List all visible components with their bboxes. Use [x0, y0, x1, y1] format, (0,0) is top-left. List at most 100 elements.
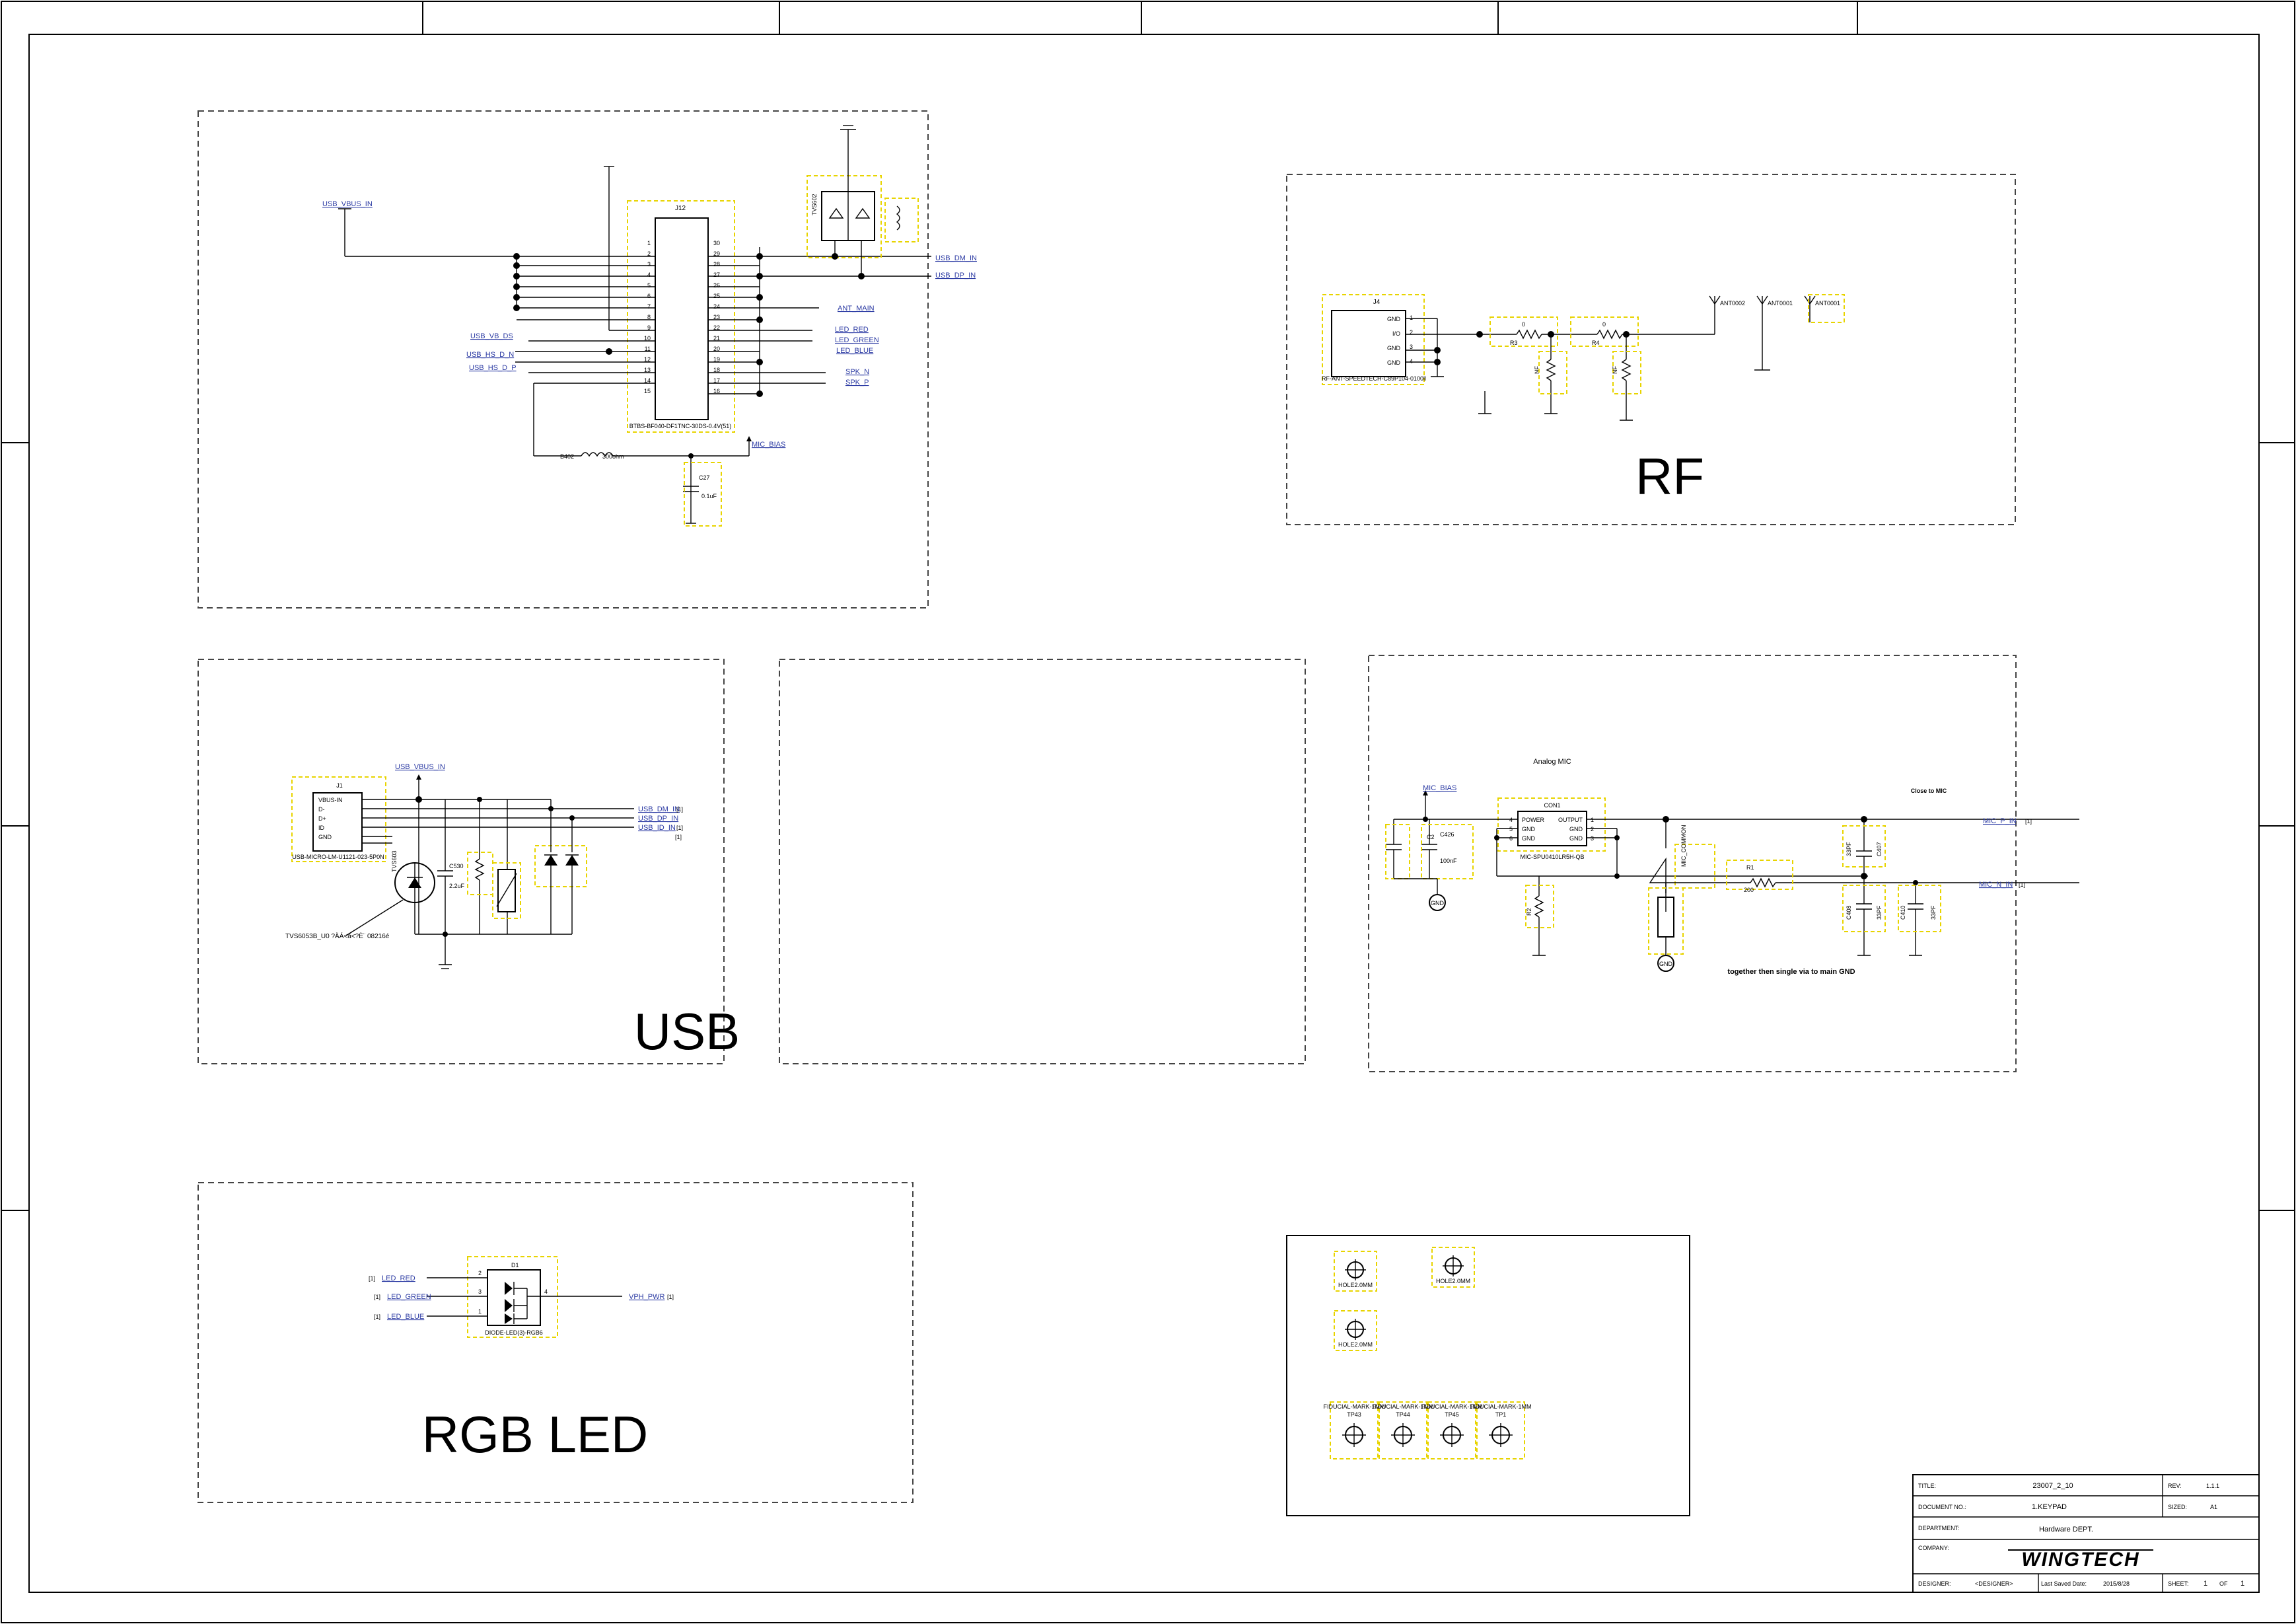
- fiducial-name: FIDUCIAL-MARK-1MM: [1372, 1403, 1433, 1410]
- usb-pin-label: GND: [318, 834, 332, 840]
- rf-pin-label: GND: [1387, 359, 1401, 366]
- usb-cap-ref: C530: [449, 863, 464, 869]
- cap-value: 0.1uF: [701, 493, 717, 499]
- rf-conn-part: RF-ANT-SPEEDTECH-C89P104-0100ll: [1322, 375, 1426, 382]
- net-left-2: USB_HS_D_N: [466, 351, 514, 359]
- connector-pin-number: 11: [645, 346, 651, 352]
- tb-of-value: 1: [2241, 1580, 2244, 1588]
- connector-pin-number: 22: [713, 324, 720, 331]
- company-logo: WINGTECH: [2008, 1549, 2153, 1570]
- connector-pin-number: 29: [713, 250, 720, 257]
- net-bottom: MIC_BIAS: [752, 441, 785, 449]
- hole-outline: [1431, 1247, 1475, 1288]
- connector-pin-number: 9: [647, 324, 651, 331]
- fiducial-ref: TP43: [1347, 1411, 1361, 1418]
- mic-c410: C410: [1900, 905, 1906, 920]
- title-block: TITLE: 23007_2_10 REV: 1.1.1 DOCUMENT NO…: [1912, 1474, 2260, 1593]
- mic-ic-ref: CON1: [1544, 802, 1560, 809]
- tb-title-label: TITLE:: [1918, 1483, 1936, 1489]
- connector-block: [197, 110, 929, 609]
- connector-pin-number: 26: [713, 282, 720, 289]
- net-right-6: SPK_P: [845, 379, 869, 387]
- hole-label: HOLE2.0MM: [1338, 1282, 1373, 1288]
- mic-ic-left-num: 5: [1509, 826, 1513, 832]
- rf-ant1: ANT0002: [1720, 300, 1745, 307]
- connector-part: BTBS-BF040-DF1TNC-30DS-0.4V(51): [629, 423, 732, 429]
- led-ref-2: [1]: [374, 1294, 380, 1300]
- net-vbus-in: USB_VBUS_IN: [322, 200, 373, 208]
- net-right-1: ANT_MAIN: [838, 305, 875, 313]
- led-pin-b: 3: [478, 1288, 482, 1295]
- net-right-2: LED_RED: [835, 326, 869, 334]
- tb-doc-label: DOCUMENT NO.:: [1918, 1504, 1966, 1510]
- connector-pin-number: 18: [713, 367, 720, 373]
- usb-pin-label: D+: [318, 815, 326, 822]
- company-logo-text: WINGTECH: [2021, 1549, 2139, 1570]
- connector-pin-number: 27: [713, 272, 720, 278]
- led-pin-c: 1: [478, 1308, 482, 1315]
- net-led-green: LED_GREEN: [387, 1293, 431, 1301]
- mic-ic-right-num: 1: [1591, 817, 1594, 823]
- rf-pin-number: 3: [1410, 344, 1413, 350]
- net-right-5: SPK_N: [845, 368, 869, 376]
- tb-designer-label: DESIGNER:: [1918, 1580, 1951, 1587]
- rf-block: [1286, 174, 2016, 525]
- rgb-section-title: RGB LED: [422, 1405, 648, 1463]
- usb-pin-label: VBUS-IN: [318, 797, 343, 803]
- net-right-4: LED_BLUE: [836, 347, 873, 355]
- usb-block: [197, 659, 725, 1064]
- tb-rev-label: REV:: [2168, 1483, 2182, 1489]
- tb-designer-value: <DESIGNER>: [1975, 1580, 2013, 1587]
- mic-schematic: Analog MIC Close to MIC together then si…: [1385, 758, 2079, 976]
- tb-saved-label: Last Saved Date:: [2041, 1580, 2087, 1587]
- rf-ant2: ANT0001: [1768, 300, 1793, 307]
- rf-section-title: RF: [1635, 447, 1704, 505]
- tb-company-label: COMPANY:: [1918, 1545, 1949, 1551]
- svg-text:TVS603: TVS603: [391, 850, 398, 872]
- connector-pin-number: 30: [713, 240, 720, 246]
- rf-ant3: ANT0001: [1815, 300, 1840, 307]
- connector-pin-number: 6: [647, 293, 651, 299]
- led-pin-a: 2: [478, 1270, 482, 1276]
- mic-r2: R2: [1526, 908, 1532, 916]
- net-led-red: LED_RED: [382, 1274, 415, 1282]
- mic-r1: R1: [1746, 864, 1754, 871]
- mic-close-note: Close to MIC: [1911, 788, 1947, 794]
- rf-conn-ref: J4: [1373, 299, 1381, 306]
- fiducial-outline: [1379, 1401, 1427, 1459]
- mic-cb: C2: [1427, 834, 1435, 840]
- svg-text:GND: GND: [1431, 900, 1445, 906]
- mic-ic-part: MIC-SPU0410LR5H-QB: [1520, 854, 1584, 860]
- hole-outline: [1334, 1251, 1377, 1292]
- connector-pin-number: 24: [713, 303, 720, 310]
- tb-dept-label: DEPARTMENT:: [1918, 1525, 1960, 1532]
- connector-pin-number: 16: [713, 388, 720, 394]
- net-led-pwr: VPH_PWR: [629, 1293, 664, 1301]
- rf-r4: R4: [1592, 340, 1600, 346]
- rf-pin-number: 2: [1410, 329, 1413, 336]
- net-right-7: USB_DM_IN: [935, 254, 977, 262]
- rgb-led-schematic: D1 DIODE-LED(3)-RGB6 2 3 1 4 [1] [1] [1]…: [369, 1256, 674, 1463]
- connector-pin-number: 20: [713, 346, 720, 352]
- tb-rev-value: 1.1.1: [2206, 1483, 2219, 1489]
- rf-pin-label: I/O: [1392, 330, 1400, 337]
- empty-block: [779, 659, 1306, 1064]
- mic-title: Analog MIC: [1533, 758, 1571, 766]
- bead-ref: B402: [560, 453, 574, 460]
- tb-dept-value: Hardware DEPT.: [2039, 1526, 2093, 1533]
- connector-pin-number: 23: [713, 314, 720, 320]
- fiducial-ref: TP45: [1445, 1411, 1459, 1418]
- net-mic-n: MIC_N_IN: [1979, 881, 2013, 889]
- connector-pin-number: 8: [647, 314, 651, 320]
- usb-conn-ref: J1: [336, 782, 343, 789]
- mic-c408: C408: [1846, 905, 1852, 920]
- net-usb-dp: USB_DP_IN: [638, 815, 678, 823]
- rf-pin-label: GND: [1387, 345, 1401, 351]
- connector-pin-number: 2: [647, 250, 651, 257]
- tb-size-label: SIZED:: [2168, 1504, 2187, 1510]
- mic-ic-right-pin: OUTPUT: [1558, 817, 1583, 823]
